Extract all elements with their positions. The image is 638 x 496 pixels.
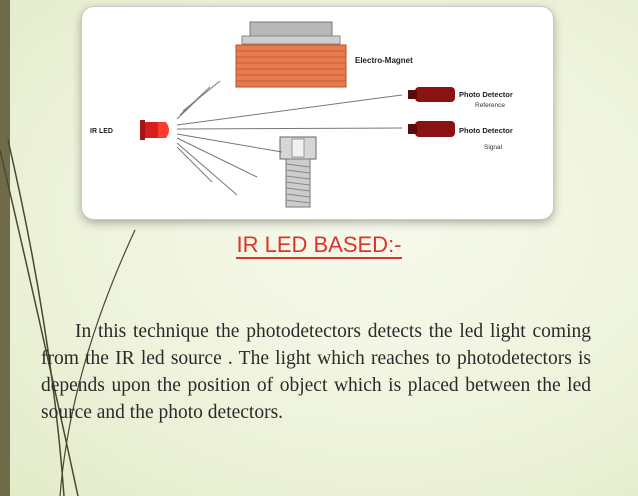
heading-text: IR LED BASED:- bbox=[236, 232, 402, 259]
label-signal: Signal bbox=[484, 144, 503, 151]
label-photo-detector-signal: Photo Detector bbox=[459, 126, 513, 135]
photo-detector-reference bbox=[408, 87, 455, 102]
sensor-diagram: Electro-Magnet IR LED bbox=[82, 7, 553, 219]
photo-detector-signal bbox=[408, 121, 455, 137]
bolt-object bbox=[279, 136, 317, 208]
label-electromagnet: Electro-Magnet bbox=[355, 56, 413, 65]
label-reference: Reference bbox=[475, 102, 505, 109]
light-rays bbox=[176, 80, 403, 196]
label-photo-detector-reference: Photo Detector bbox=[459, 90, 513, 99]
section-heading: IR LED BASED:- bbox=[0, 232, 638, 259]
label-ir-led: IR LED bbox=[90, 128, 113, 135]
electromagnet-coil bbox=[235, 44, 347, 88]
ir-led bbox=[140, 120, 169, 140]
body-paragraph: In this technique the photodetectors det… bbox=[41, 321, 591, 423]
